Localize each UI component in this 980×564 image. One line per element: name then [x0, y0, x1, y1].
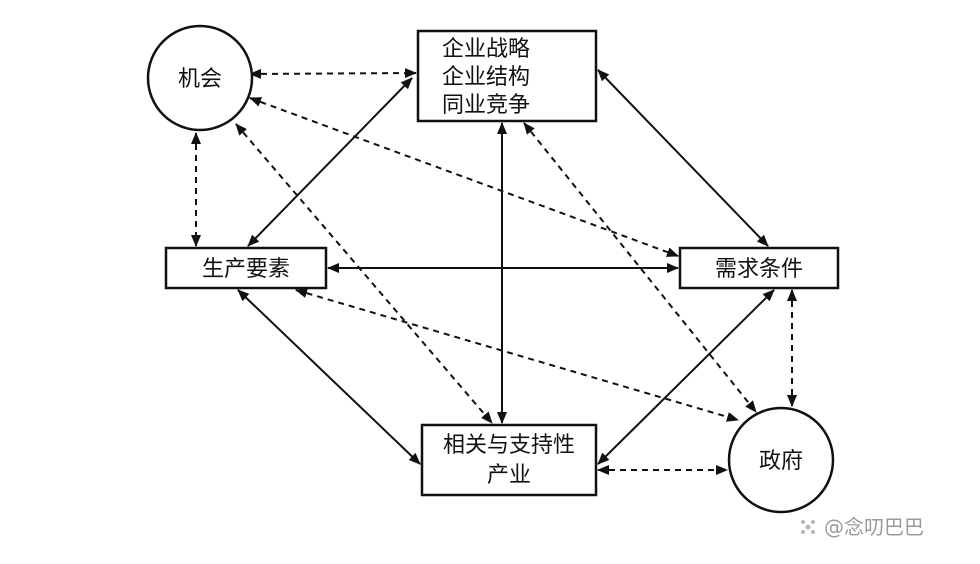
edge-factors-government	[295, 288, 739, 422]
watermark-text: @念叨巴巴	[824, 515, 924, 539]
node-strategy-line-3: 同业竞争	[442, 93, 530, 118]
node-opportunity: 机会	[146, 24, 254, 132]
node-factors: 生产要素	[164, 246, 328, 290]
edge-strategy-demand	[597, 69, 769, 247]
watermark-logo-icon	[801, 520, 815, 534]
watermark: @念叨巴巴	[801, 515, 924, 539]
node-strategy-line-1: 企业战略	[442, 37, 530, 62]
node-related-box	[420, 423, 598, 497]
node-government-circle	[727, 406, 835, 514]
node-strategy-line-2: 企业结构	[442, 65, 530, 90]
node-demand-box	[678, 246, 840, 290]
node-demand: 需求条件	[678, 246, 840, 290]
node-related-line-1: 相关与支持性	[443, 433, 575, 458]
node-related-line-2: 产业	[487, 463, 531, 488]
node-strategy-box	[416, 29, 598, 123]
edge-strategy-factors	[247, 77, 413, 247]
edge-opportunity-strategy	[249, 68, 417, 79]
node-factors-box	[164, 246, 328, 290]
node-opportunity-circle	[146, 24, 254, 132]
node-demand-label: 需求条件	[715, 257, 803, 282]
edge-demand-related	[597, 289, 775, 465]
edges-layer	[191, 68, 797, 475]
node-strategy: 企业战略 企业结构 同业竞争	[416, 29, 598, 123]
node-government: 政府	[727, 406, 835, 514]
node-factors-label: 生产要素	[202, 257, 290, 282]
node-government-label: 政府	[759, 449, 803, 474]
node-opportunity-label: 机会	[178, 67, 222, 92]
node-related: 相关与支持性 产业	[420, 423, 598, 497]
edge-factors-related	[237, 289, 421, 465]
